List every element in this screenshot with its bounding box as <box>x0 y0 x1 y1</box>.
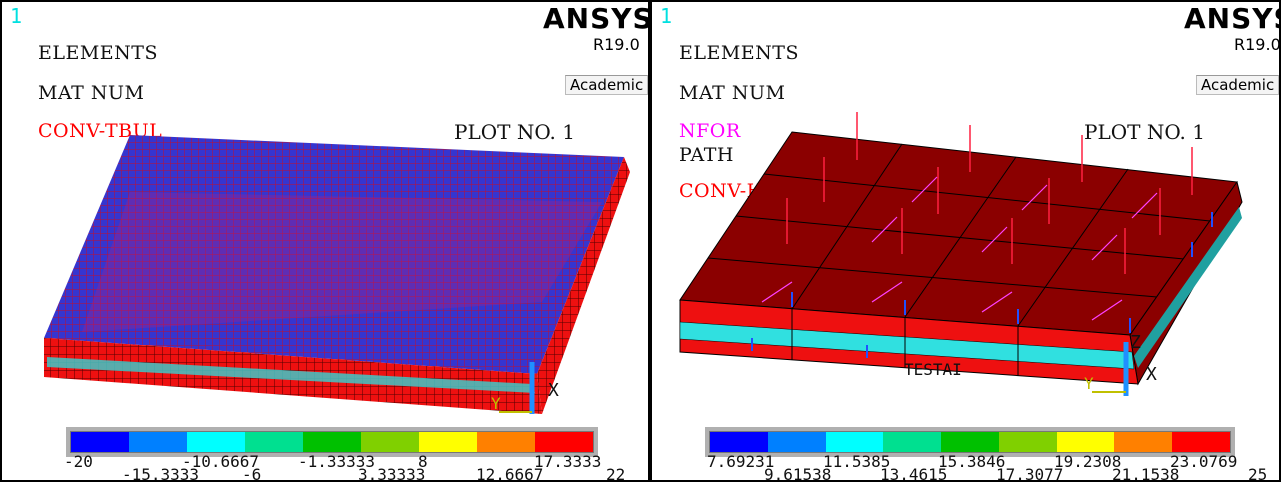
legend-value: 9.61538 <box>764 465 832 482</box>
contour-legend <box>70 431 594 453</box>
cyan-layer <box>47 357 535 393</box>
legend-band <box>883 432 942 452</box>
graphics-window-left[interactable]: 1 ELEMENTS MAT NUM CONV-TBUL ANSYS R19.0… <box>0 0 650 482</box>
legend-band <box>71 432 129 452</box>
ansys-logo: ANSYS <box>543 2 650 35</box>
plot-number: PLOT NO. 1 <box>1084 120 1205 144</box>
node-markers <box>751 212 1213 358</box>
legend-value: -1.33333 <box>298 452 376 471</box>
legend-band <box>187 432 245 452</box>
label-mat-num: MAT NUM <box>38 82 145 104</box>
legend-band <box>245 432 303 452</box>
version-label: R19.0 <box>1234 35 1281 54</box>
legend-band <box>1114 432 1173 452</box>
legend-band <box>419 432 477 452</box>
legend-band <box>361 432 419 452</box>
contour-legend <box>709 431 1231 453</box>
legend-value: 23.0769 <box>1170 452 1238 471</box>
label-path: PATH <box>679 144 734 166</box>
legend-value: 21.1538 <box>1112 465 1180 482</box>
window-number: 1 <box>10 4 23 28</box>
legend-value: 8 <box>418 452 428 471</box>
legend-value: 17.3333 <box>534 452 602 471</box>
label-elements: ELEMENTS <box>679 42 799 64</box>
mesh-model-right <box>679 112 1243 396</box>
legend-band <box>477 432 535 452</box>
triad-y-label: Y <box>491 394 501 413</box>
inner-region <box>82 192 602 332</box>
legend-value: -20 <box>64 452 93 471</box>
label-mat-num: MAT NUM <box>679 82 786 104</box>
mesh-model-left <box>44 135 630 414</box>
legend-value: 13.4615 <box>880 465 948 482</box>
label-nfor: NFOR <box>679 120 741 142</box>
legend-band <box>941 432 999 452</box>
version-label: R19.0 <box>593 35 640 54</box>
legend-value: -10.6667 <box>182 452 260 471</box>
legend-value: -6 <box>242 465 262 482</box>
legend-value: 12.6667 <box>476 465 544 482</box>
graphics-window-right[interactable]: 1 ELEMENTS MAT NUM NFOR PATH CONV-HCOE A… <box>650 0 1281 482</box>
triad-y-label: Y <box>1084 374 1094 393</box>
force-arrows <box>786 112 1193 274</box>
legend-band <box>767 432 826 452</box>
top-face <box>44 135 624 374</box>
academic-badge: Academic <box>565 75 648 95</box>
legend-value: 3.33333 <box>358 465 426 482</box>
triad-x-label: X <box>548 380 559 401</box>
legend-value: 15.3846 <box>938 452 1006 471</box>
legend-value: 17.3077 <box>996 465 1064 482</box>
right-cyan-layer <box>1134 207 1242 368</box>
legend-band <box>1172 432 1231 452</box>
legend-value: 11.5385 <box>823 452 891 471</box>
cyan-layer <box>679 321 1135 370</box>
triad-x-label: X <box>1146 364 1157 385</box>
legend-value: 7.69231 <box>707 452 775 471</box>
front-divisions <box>791 309 1019 376</box>
legend-value: 19.2308 <box>1054 452 1122 471</box>
window-number: 1 <box>660 4 673 28</box>
legend-value: -15.3333 <box>122 465 200 482</box>
path-name-label: TESTAI <box>904 360 962 379</box>
ansys-logo: ANSYS <box>1184 2 1279 35</box>
plot-number: PLOT NO. 1 <box>454 120 575 144</box>
legend-band <box>535 432 593 452</box>
legend-band <box>998 432 1057 452</box>
legend-band <box>129 432 187 452</box>
legend-value: 22 <box>606 465 626 482</box>
legend-value: 25 <box>1248 465 1268 482</box>
legend-band <box>303 432 361 452</box>
legend-band <box>1056 432 1115 452</box>
nfor-arrows <box>761 176 1158 321</box>
triad-z-label: Z <box>1130 332 1141 353</box>
legend-band <box>825 432 884 452</box>
right-face <box>537 157 630 414</box>
legend-band <box>710 432 768 452</box>
element-grid <box>707 143 1211 327</box>
label-elements: ELEMENTS <box>38 42 158 64</box>
academic-badge: Academic <box>1196 75 1279 95</box>
